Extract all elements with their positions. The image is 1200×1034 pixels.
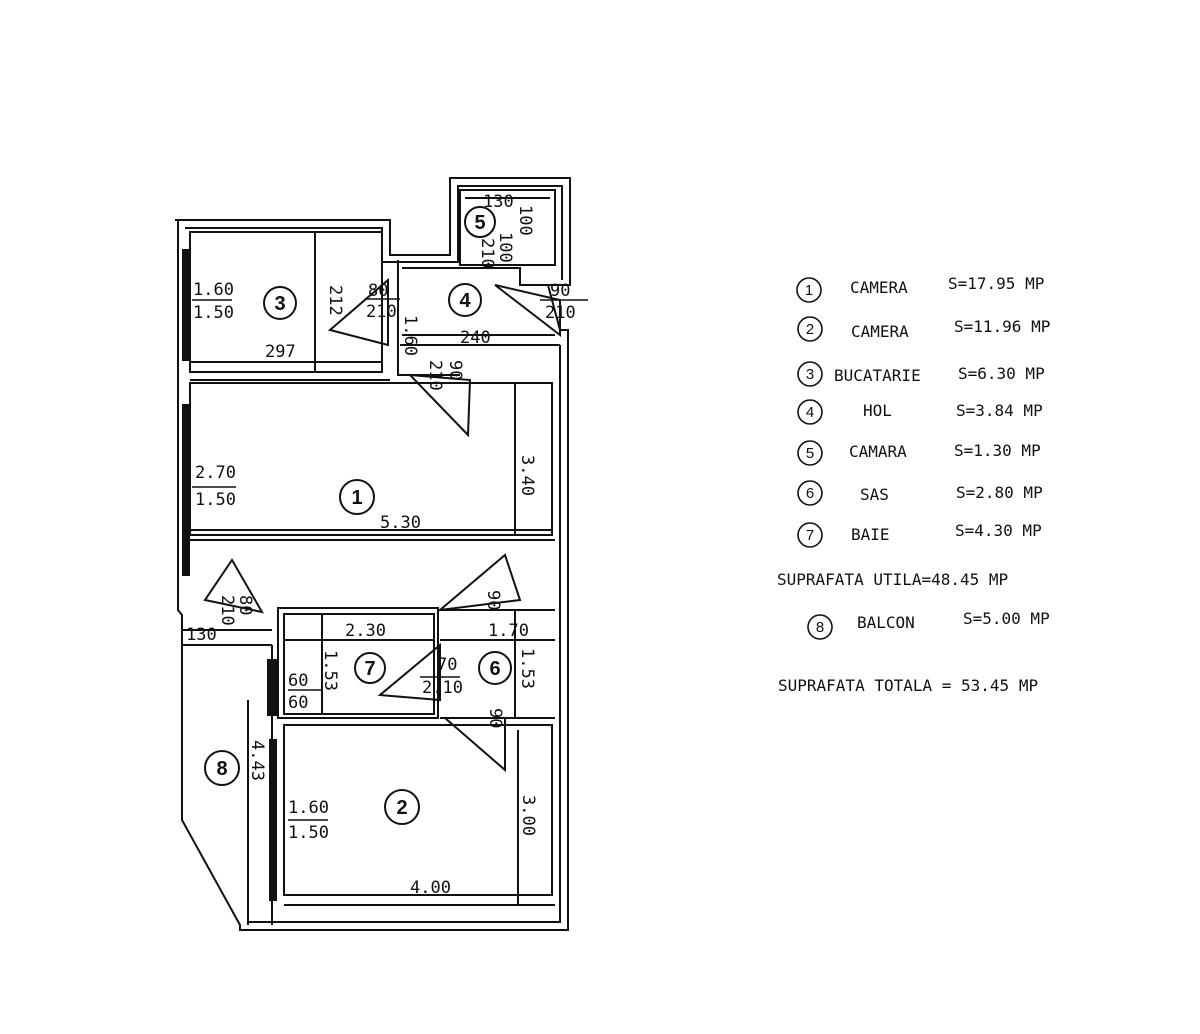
dim-label: 2.10 <box>422 678 463 698</box>
dim-label: 90 <box>550 281 570 301</box>
dim-label: 210 <box>217 595 237 626</box>
grand-total-text: SUPRAFATA TOTALA = 53.45 MP <box>778 676 1038 695</box>
dim-label: 100 <box>515 205 535 236</box>
dim-label: 5.30 <box>380 513 421 533</box>
legend-room-area: S=3.84 MP <box>956 401 1043 420</box>
dim-label: 3.40 <box>517 455 537 496</box>
legend-room-area: S=11.96 MP <box>954 317 1050 336</box>
room-number-5: 5 <box>474 212 485 234</box>
dim-label: 1.60 <box>288 798 329 818</box>
plan-walls <box>175 177 571 931</box>
dim-label: 240 <box>460 328 491 348</box>
room-number-1: 1 <box>351 487 362 509</box>
dim-label: 297 <box>265 342 296 362</box>
legend-circles <box>796 277 833 640</box>
dimension-labels: 1.60 1.50 212 297 80 210 1.60 240 90 210… <box>186 192 576 898</box>
dim-label: 212 <box>325 285 345 316</box>
room-legend: 1 CAMERA S=17.95 MP 2 CAMERA S=11.96 MP … <box>777 274 1050 695</box>
dim-label: 80 <box>368 281 388 301</box>
room-numbers: 3 4 5 1 7 6 2 8 <box>216 212 500 819</box>
dim-label: 1.60 <box>400 315 420 356</box>
dim-label: 3.00 <box>518 795 538 836</box>
dim-label: 4.00 <box>410 878 451 898</box>
legend-number: 1 <box>805 282 813 299</box>
legend-room-area: S=6.30 MP <box>958 364 1045 383</box>
dim-label: 210 <box>366 302 397 322</box>
legend-number: 6 <box>806 485 814 502</box>
legend-number: 2 <box>806 321 814 338</box>
dim-label: 1.70 <box>488 621 529 641</box>
dim-label: 130 <box>186 625 217 645</box>
legend-room-name: BAIE <box>851 525 890 544</box>
dim-label: 100 <box>495 232 515 263</box>
legend-room-name: CAMARA <box>849 442 907 461</box>
utile-total-text: SUPRAFATA UTILA=48.45 MP <box>777 570 1008 589</box>
window-fraction-bars <box>192 298 588 821</box>
dim-label: 4.43 <box>247 740 267 781</box>
dim-label: 90 <box>483 590 503 610</box>
legend-room-name: BUCATARIE <box>834 366 921 385</box>
legend-room-area: S=2.80 MP <box>956 483 1043 502</box>
dim-label: 90 <box>485 708 505 728</box>
dim-label: 60 <box>288 693 308 713</box>
legend-room-area: S=5.00 MP <box>963 609 1050 628</box>
dim-label: 1.50 <box>195 490 236 510</box>
room-number-6: 6 <box>489 658 500 680</box>
room-number-8: 8 <box>216 758 227 780</box>
legend-number: 5 <box>806 445 814 462</box>
legend-room-name: CAMERA <box>850 278 908 297</box>
legend-room-name: CAMERA <box>851 322 909 341</box>
dim-label: 210 <box>477 238 497 269</box>
legend-number: 8 <box>816 619 824 636</box>
legend-room-area: S=1.30 MP <box>954 441 1041 460</box>
legend-number: 3 <box>806 366 814 383</box>
dim-label: 210 <box>545 303 576 323</box>
dim-label: 1.53 <box>517 648 537 689</box>
dim-label: 130 <box>483 192 514 212</box>
room-number-3: 3 <box>274 293 285 315</box>
dim-label: 2.30 <box>345 621 386 641</box>
dim-label: 1.50 <box>193 303 234 323</box>
legend-number: 4 <box>806 404 814 421</box>
dim-label: 1.60 <box>193 280 234 300</box>
legend-number: 7 <box>806 527 814 544</box>
legend-room-area: S=4.30 MP <box>955 521 1042 540</box>
dim-label: 210 <box>425 360 445 391</box>
legend-room-area: S=17.95 MP <box>948 274 1044 293</box>
legend-room-name: HOL <box>863 401 892 420</box>
legend-room-name: BALCON <box>857 613 915 632</box>
room-circles <box>204 206 512 825</box>
dim-label: 1.50 <box>288 823 329 843</box>
room-number-7: 7 <box>364 658 375 680</box>
room-number-2: 2 <box>396 797 407 819</box>
dim-label: 60 <box>288 671 308 691</box>
dim-label: 1.53 <box>320 650 340 691</box>
room-number-4: 4 <box>459 290 471 312</box>
dim-label: 80 <box>235 595 255 615</box>
dim-label: 70 <box>437 655 457 675</box>
dim-label: 90 <box>445 360 465 380</box>
dim-label: 2.70 <box>195 463 236 483</box>
legend-room-name: SAS <box>860 485 889 504</box>
